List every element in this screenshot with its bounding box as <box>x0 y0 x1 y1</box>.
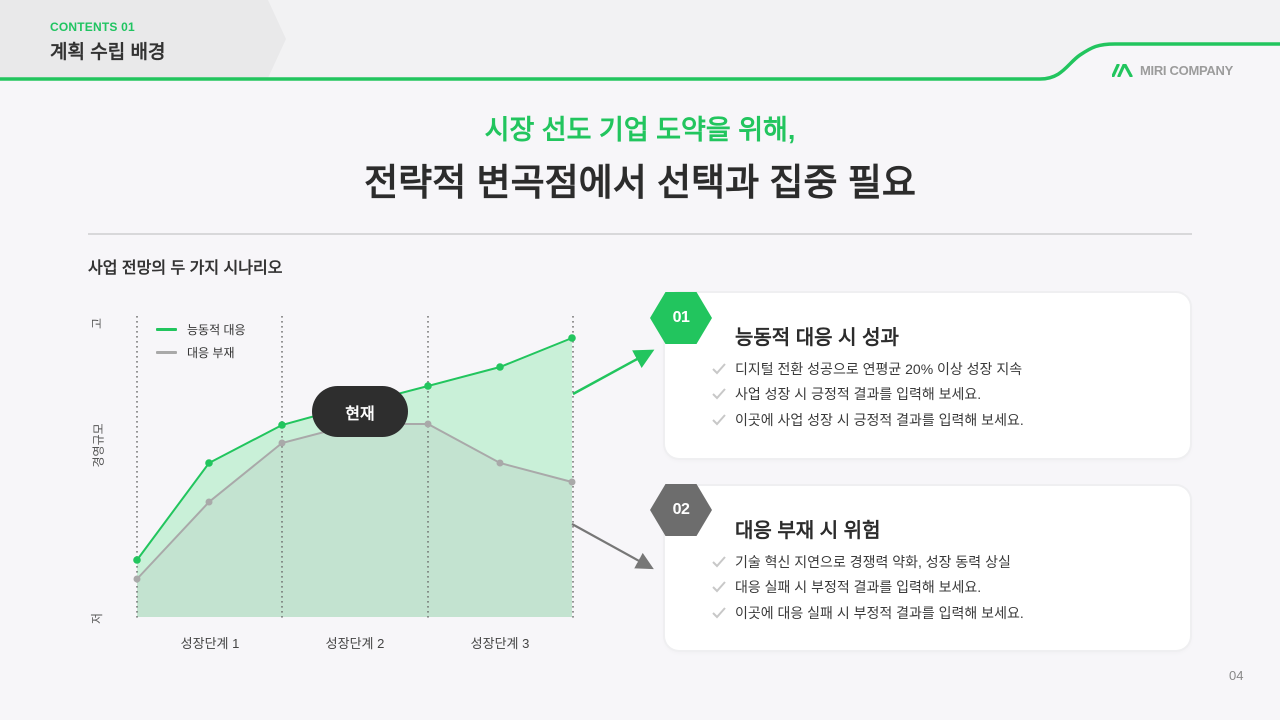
card-title: 능동적 대응 시 성과 <box>735 327 899 349</box>
page-number: 04 <box>1229 668 1244 683</box>
list-item-text: 대응 실패 시 부정적 결과를 입력해 보세요. <box>735 579 982 596</box>
brand-name: MIRI COMPANY <box>1140 63 1233 78</box>
check-icon <box>712 556 726 568</box>
x-tick-stage-1: 성장단계 1 <box>180 636 240 651</box>
section-title: 계획 수립 배경 <box>50 42 166 63</box>
legend-label: 대응 부재 <box>187 346 235 360</box>
grid-lines <box>136 316 574 620</box>
check-icon <box>712 414 726 426</box>
chart-legend: 능동적 대응 대응 부재 <box>156 318 246 364</box>
y-axis-low-label: 저 <box>90 612 105 625</box>
section-tag: CONTENTS 01 <box>50 20 135 34</box>
brand: MIRI COMPANY <box>1112 63 1233 78</box>
list-item-text: 이곳에 사업 성장 시 긍정적 결과를 입력해 보세요. <box>735 411 1024 428</box>
check-icon <box>712 607 726 619</box>
now-badge: 현재 <box>312 386 408 437</box>
list-item-text: 디지털 전환 성공으로 연평균 20% 이상 성장 지속 <box>735 360 1023 377</box>
x-tick-stage-3: 성장단계 3 <box>470 636 530 651</box>
list-item-text: 이곳에 대응 실패 시 부정적 결과를 입력해 보세요. <box>735 604 1024 621</box>
list-item: 기술 혁신 지연으로 경쟁력 약화, 성장 동력 상실 <box>711 549 1024 575</box>
check-icon <box>712 388 726 400</box>
list-item-text: 기술 혁신 지연으로 경쟁력 약화, 성장 동력 상실 <box>735 553 1011 570</box>
list-item: 이곳에 대응 실패 시 부정적 결과를 입력해 보세요. <box>711 600 1024 626</box>
list-item: 대응 실패 시 부정적 결과를 입력해 보세요. <box>711 575 1024 601</box>
arrow-to-card-2 <box>571 523 654 570</box>
headline-title: 전략적 변곡점에서 선택과 집중 필요 <box>364 162 916 203</box>
no-response-area <box>137 424 572 617</box>
legend-label: 능동적 대응 <box>187 323 246 337</box>
card-list: 기술 혁신 지연으로 경쟁력 약화, 성장 동력 상실 대응 실패 시 부정적 … <box>711 549 1024 626</box>
legend-swatch-gray <box>156 351 177 354</box>
list-item-text: 사업 성장 시 긍정적 결과를 입력해 보세요. <box>735 386 982 403</box>
list-item: 디지털 전환 성공으로 연평균 20% 이상 성장 지속 <box>711 356 1024 382</box>
header-background <box>0 0 1280 82</box>
section-divider <box>88 233 1192 235</box>
check-icon <box>712 363 726 375</box>
outcome-card-proactive: 능동적 대응 시 성과 디지털 전환 성공으로 연평균 20% 이상 성장 지속… <box>665 293 1190 458</box>
check-icon <box>712 581 726 593</box>
list-item: 사업 성장 시 긍정적 결과를 입력해 보세요. <box>711 382 1024 408</box>
list-item: 이곳에 사업 성장 시 긍정적 결과를 입력해 보세요. <box>711 407 1024 433</box>
card-list: 디지털 전환 성공으로 연평균 20% 이상 성장 지속 사업 성장 시 긍정적… <box>711 356 1024 433</box>
headline-subtitle: 시장 선도 기업 도약을 위해, <box>484 115 796 145</box>
y-axis-high-label: 고 <box>90 317 105 330</box>
x-tick-stage-2: 성장단계 2 <box>325 636 385 651</box>
legend-item-no-response: 대응 부재 <box>156 341 246 364</box>
legend-swatch-green <box>156 328 177 331</box>
arrow-to-card-1 <box>572 349 655 396</box>
card-title: 대응 부재 시 위험 <box>735 520 881 542</box>
outcome-card-no-response: 대응 부재 시 위험 기술 혁신 지연으로 경쟁력 약화, 성장 동력 상실 대… <box>665 486 1190 650</box>
chart-title: 사업 전망의 두 가지 시나리오 <box>88 260 283 277</box>
legend-item-proactive: 능동적 대응 <box>156 318 246 341</box>
y-axis-label: 경영규모 <box>91 423 106 468</box>
miri-logo-icon <box>1112 64 1133 77</box>
